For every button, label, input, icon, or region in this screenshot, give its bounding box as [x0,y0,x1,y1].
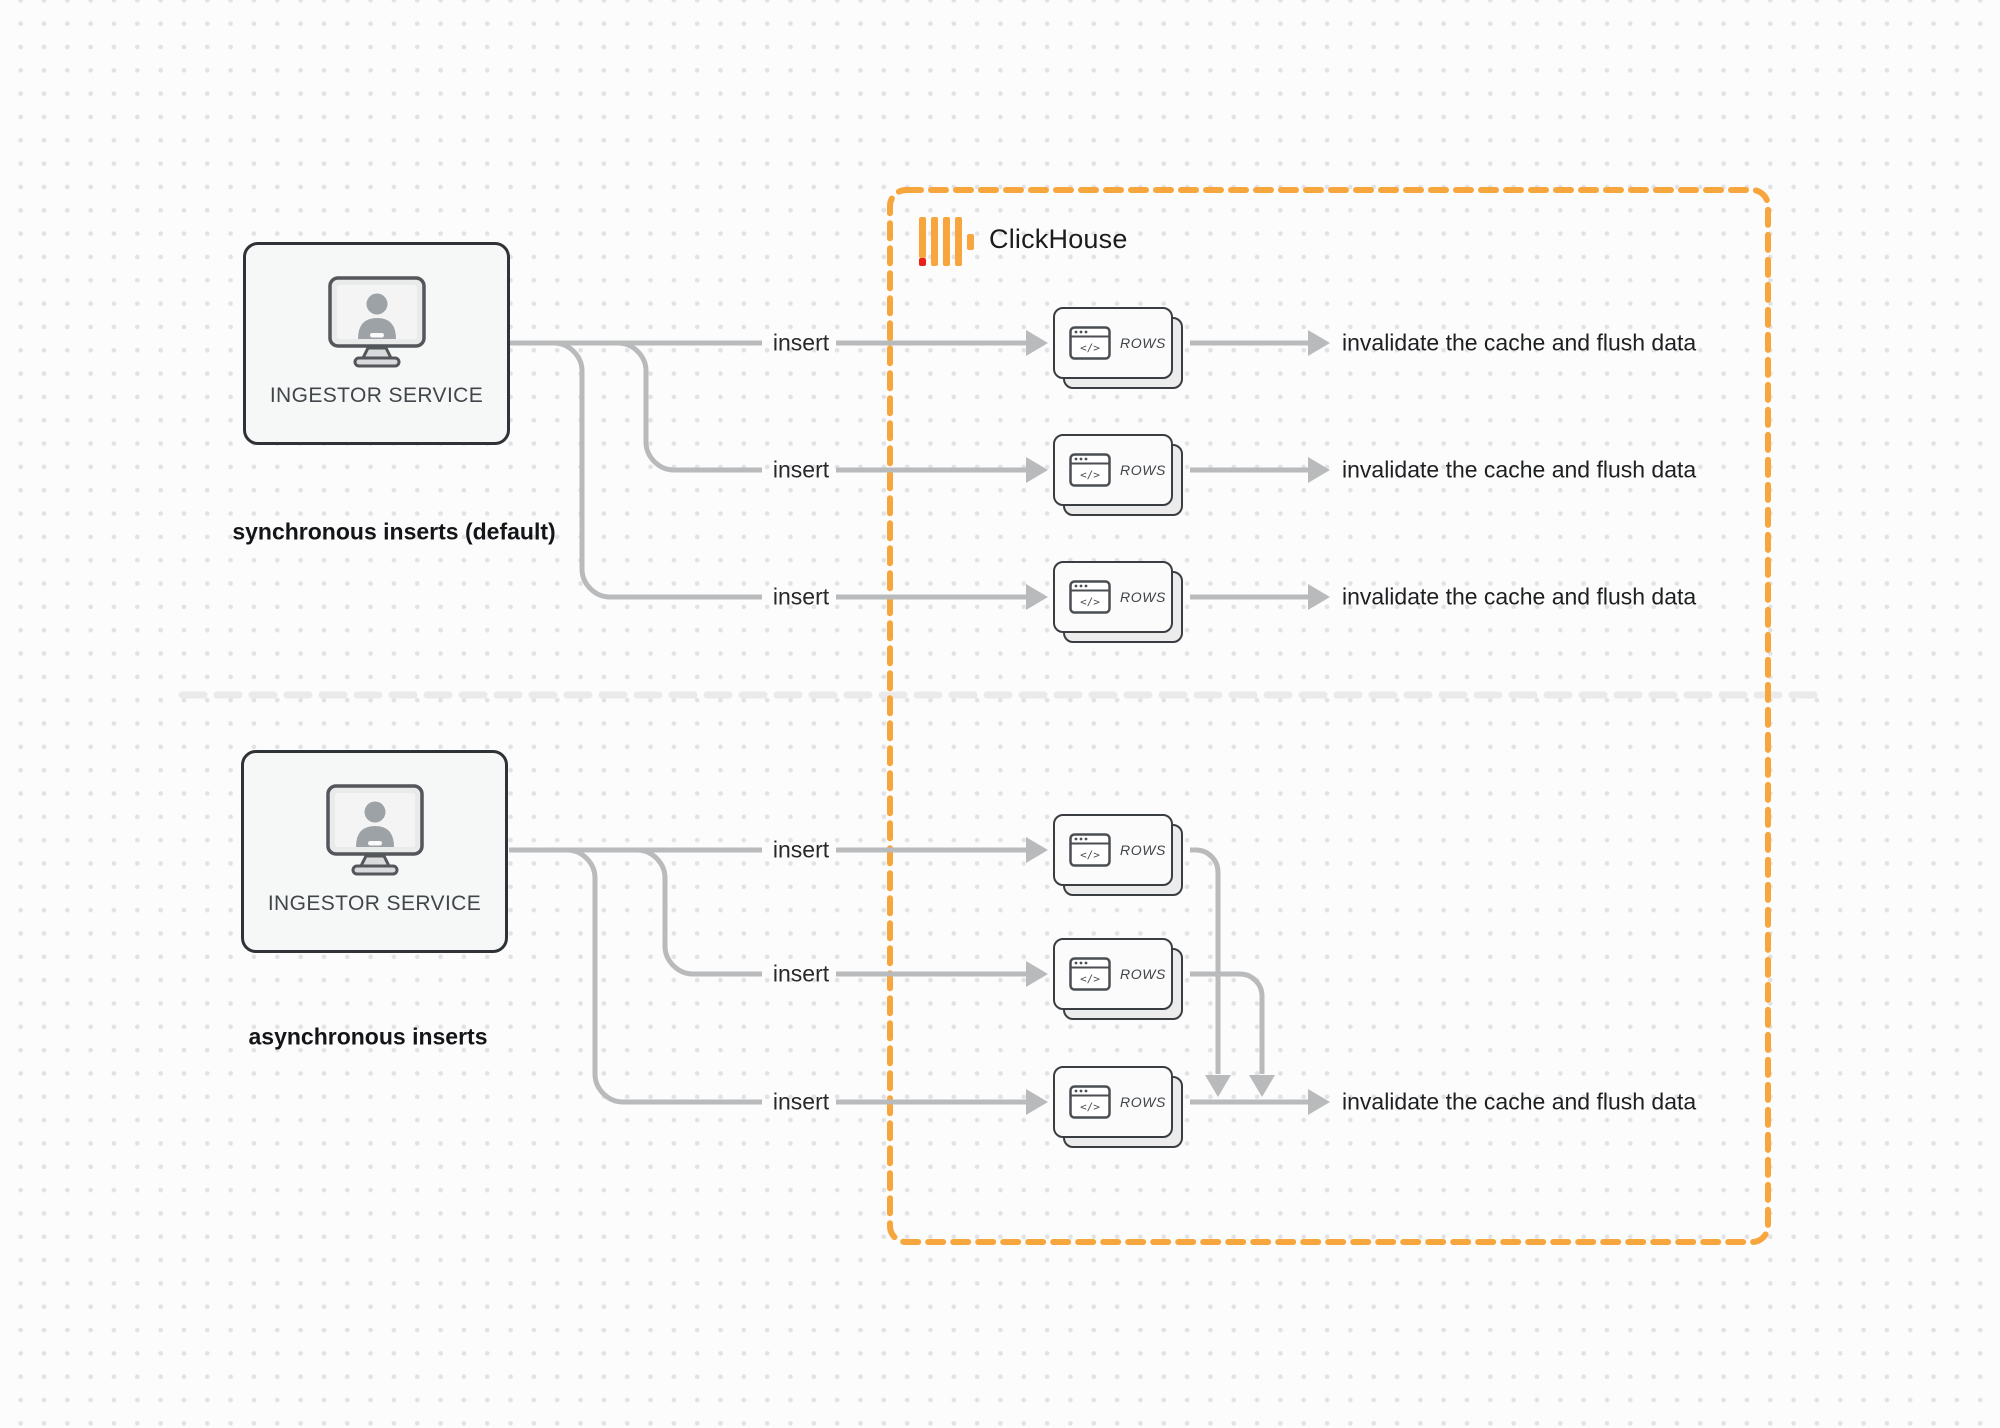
rows-label: ROWS [1120,462,1166,478]
caption-synchronous: synchronous inserts (default) [232,518,556,545]
ingestor-service-label: INGESTOR SERVICE [269,384,484,407]
code-window-icon: </> [1069,957,1111,991]
arrowheads [1026,330,1330,1115]
monitor-user-icon [325,784,424,876]
ingestor-service-label: INGESTOR SERVICE [267,892,482,915]
card-front: </> ROWS [1053,938,1173,1010]
card-front: </> ROWS [1053,561,1173,633]
code-window-icon: </> [1069,326,1111,360]
code-window-icon: </> [1069,453,1111,487]
rows-card: </> ROWS [1053,307,1185,391]
rows-card: </> ROWS [1053,938,1185,1022]
rows-card: </> ROWS [1053,561,1185,645]
ingestor-service-box-sync: INGESTOR SERVICE [243,242,510,445]
rows-label: ROWS [1120,842,1166,858]
ingestor-service-box-async: INGESTOR SERVICE [241,750,508,953]
clickhouse-logo-icon [919,217,974,266]
rows-card: </> ROWS [1053,814,1185,898]
invalidate-cache-label: invalidate the cache and flush data [1342,1088,1697,1115]
card-front: </> ROWS [1053,1066,1173,1138]
rows-card: </> ROWS [1053,434,1185,518]
monitor-user-icon [327,276,426,368]
insert-label: insert [772,836,830,863]
code-window-icon: </> [1069,833,1111,867]
user-silhouette [366,293,387,315]
clickhouse-boundary [887,187,1771,1245]
rows-label: ROWS [1120,966,1166,982]
clickhouse-logo-red-block [919,258,926,266]
code-glyph: </> [1080,596,1100,609]
insert-label: insert [772,456,830,483]
invalidate-cache-label: invalidate the cache and flush data [1342,583,1697,610]
insert-label: insert [772,329,830,356]
insert-label: insert [772,583,830,610]
code-glyph: </> [1080,342,1100,355]
card-front: </> ROWS [1053,814,1173,886]
rows-card: </> ROWS [1053,1066,1185,1150]
invalidate-cache-label: invalidate the cache and flush data [1342,456,1697,483]
user-silhouette [364,801,385,823]
insert-label: insert [772,960,830,987]
code-glyph: </> [1080,973,1100,986]
code-window-icon: </> [1069,580,1111,614]
code-window-icon: </> [1069,1085,1111,1119]
code-glyph: </> [1080,469,1100,482]
rows-label: ROWS [1120,335,1166,351]
card-front: </> ROWS [1053,434,1173,506]
card-front: </> ROWS [1053,307,1173,379]
code-glyph: </> [1080,849,1100,862]
rows-label: ROWS [1120,589,1166,605]
insert-wires [509,340,1310,1105]
code-glyph: </> [1080,1101,1100,1114]
clickhouse-wordmark: ClickHouse [989,224,1128,254]
insert-label: insert [772,1088,830,1115]
rows-label: ROWS [1120,1094,1166,1110]
caption-asynchronous: asynchronous inserts [248,1023,488,1050]
invalidate-cache-label: invalidate the cache and flush data [1342,329,1697,356]
